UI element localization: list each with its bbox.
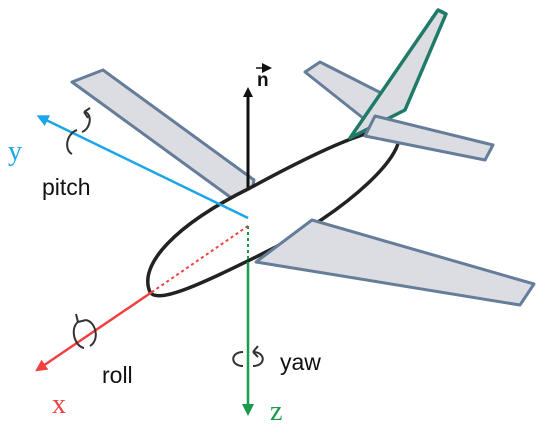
y-axis-label: y: [8, 136, 22, 167]
pitch-rotation-icon: [66, 107, 91, 155]
vertical-tail-fin: [348, 8, 448, 140]
y-axis-hidden-segment: [231, 209, 249, 219]
yaw-rotation-icon: [232, 345, 264, 367]
right-wing: [254, 218, 536, 307]
yaw-label: yaw: [280, 349, 321, 375]
x-axis-label: x: [52, 389, 66, 420]
normal-vector-label: n: [257, 70, 269, 91]
right-horizontal-stabilizer-lower: [363, 114, 495, 162]
roll-label: roll: [102, 362, 133, 388]
roll-rotation-icon: [72, 313, 97, 349]
left-wing: [70, 68, 256, 212]
x-axis-hidden-segment: [151, 225, 249, 293]
pitch-label: pitch: [42, 174, 91, 200]
y-axis-arrow: [36, 115, 249, 220]
z-axis-label: z: [270, 396, 282, 427]
